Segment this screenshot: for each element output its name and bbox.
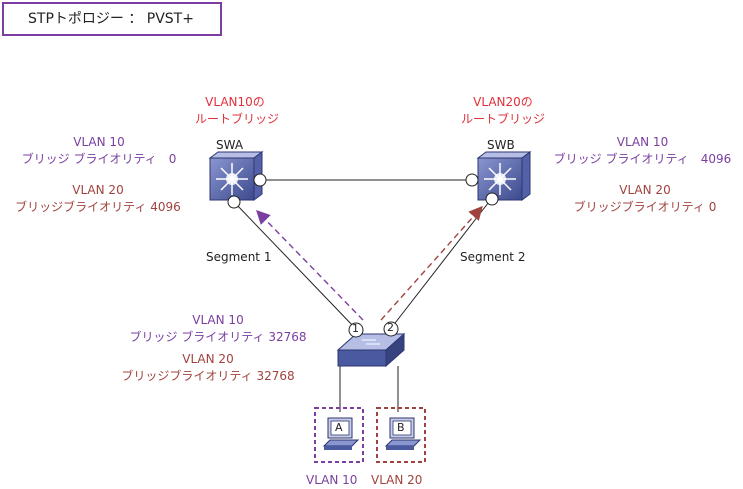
swb-root-label: VLAN20の ルートブリッジ	[460, 95, 545, 126]
access-vlan10-info: VLAN 10 ブリッジ ブライオリティ 32768	[129, 313, 307, 344]
swb-vlan10-info: VLAN 10 ブリッジ ブライオリティ 4096	[553, 135, 732, 166]
host-b-computer-icon	[384, 417, 422, 450]
access-port1-circle	[348, 322, 364, 338]
segment2-label: Segment 2	[460, 250, 526, 264]
swb-port-west	[465, 173, 479, 187]
swa-vlan20-info: VLAN 20 ブリッジブライオリティ 4096	[15, 183, 181, 214]
swa-port-east	[253, 173, 267, 187]
access-switch-icon	[336, 332, 406, 368]
swa-root-label: VLAN10の ルートブリッジ	[195, 95, 280, 126]
swb-port-south	[485, 192, 499, 206]
access-port2-number: 2	[387, 321, 394, 334]
swb-vlan20-info: VLAN 20 ブリッジブライオリティ 0	[573, 183, 717, 214]
host-a-vlan-box	[314, 407, 364, 463]
link-segment1	[234, 202, 356, 329]
swa-vlan10-info: VLAN 10 ブリッジ ブライオリティ 0	[21, 135, 177, 166]
segment1-label: Segment 1	[206, 250, 272, 264]
access-vlan20-info: VLAN 20 ブリッジブライオリティ 32768	[121, 352, 295, 383]
vlan10-path-arrow	[256, 209, 364, 321]
swb-switch-icon	[476, 151, 532, 201]
vlan20-path-arrow	[380, 205, 483, 321]
host-a-vlan-label: VLAN 10	[306, 473, 358, 487]
host-b-vlan-box	[376, 407, 426, 463]
swa-name: SWA	[216, 138, 244, 152]
access-port1-number: 1	[352, 322, 359, 335]
swa-switch-icon	[208, 151, 264, 201]
diagram-title: STPトポロジー ： PVST+	[2, 2, 222, 36]
host-a-letter: A	[335, 421, 343, 434]
host-b-letter: B	[397, 421, 405, 434]
access-port2-circle	[383, 321, 399, 337]
swa-port-south	[227, 195, 241, 209]
host-a-computer-icon	[322, 417, 360, 450]
host-b-vlan-label: VLAN 20	[371, 473, 423, 487]
swb-name: SWB	[487, 138, 515, 152]
